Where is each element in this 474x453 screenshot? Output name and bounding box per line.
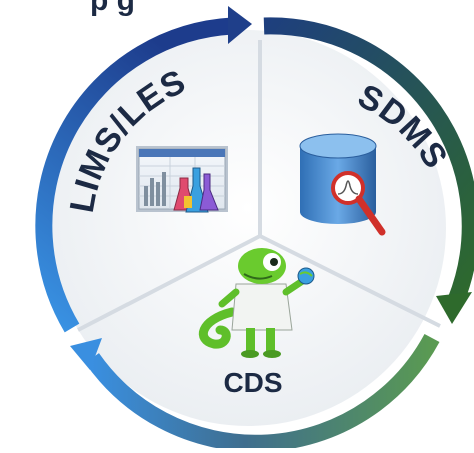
spreadsheet-lab-flasks-icon: [136, 146, 228, 213]
arc-cds-to-lims: [70, 333, 440, 452]
segment-label-cds: CDS: [223, 367, 282, 398]
arrow-head-icon: [70, 338, 102, 370]
arc-sdms-to-cds: [263, 17, 474, 324]
title-fragment: p g: [90, 0, 135, 17]
sector-dividers: [77, 40, 441, 332]
arrow-head-icon: [436, 292, 472, 324]
chameleon-scientist-mascot-icon: [199, 248, 315, 358]
arrow-head-icon: [228, 6, 252, 44]
database-magnifier-icon: [299, 133, 386, 236]
diagram-background: [50, 30, 446, 426]
arc-lims-to-sdms: [35, 6, 252, 333]
